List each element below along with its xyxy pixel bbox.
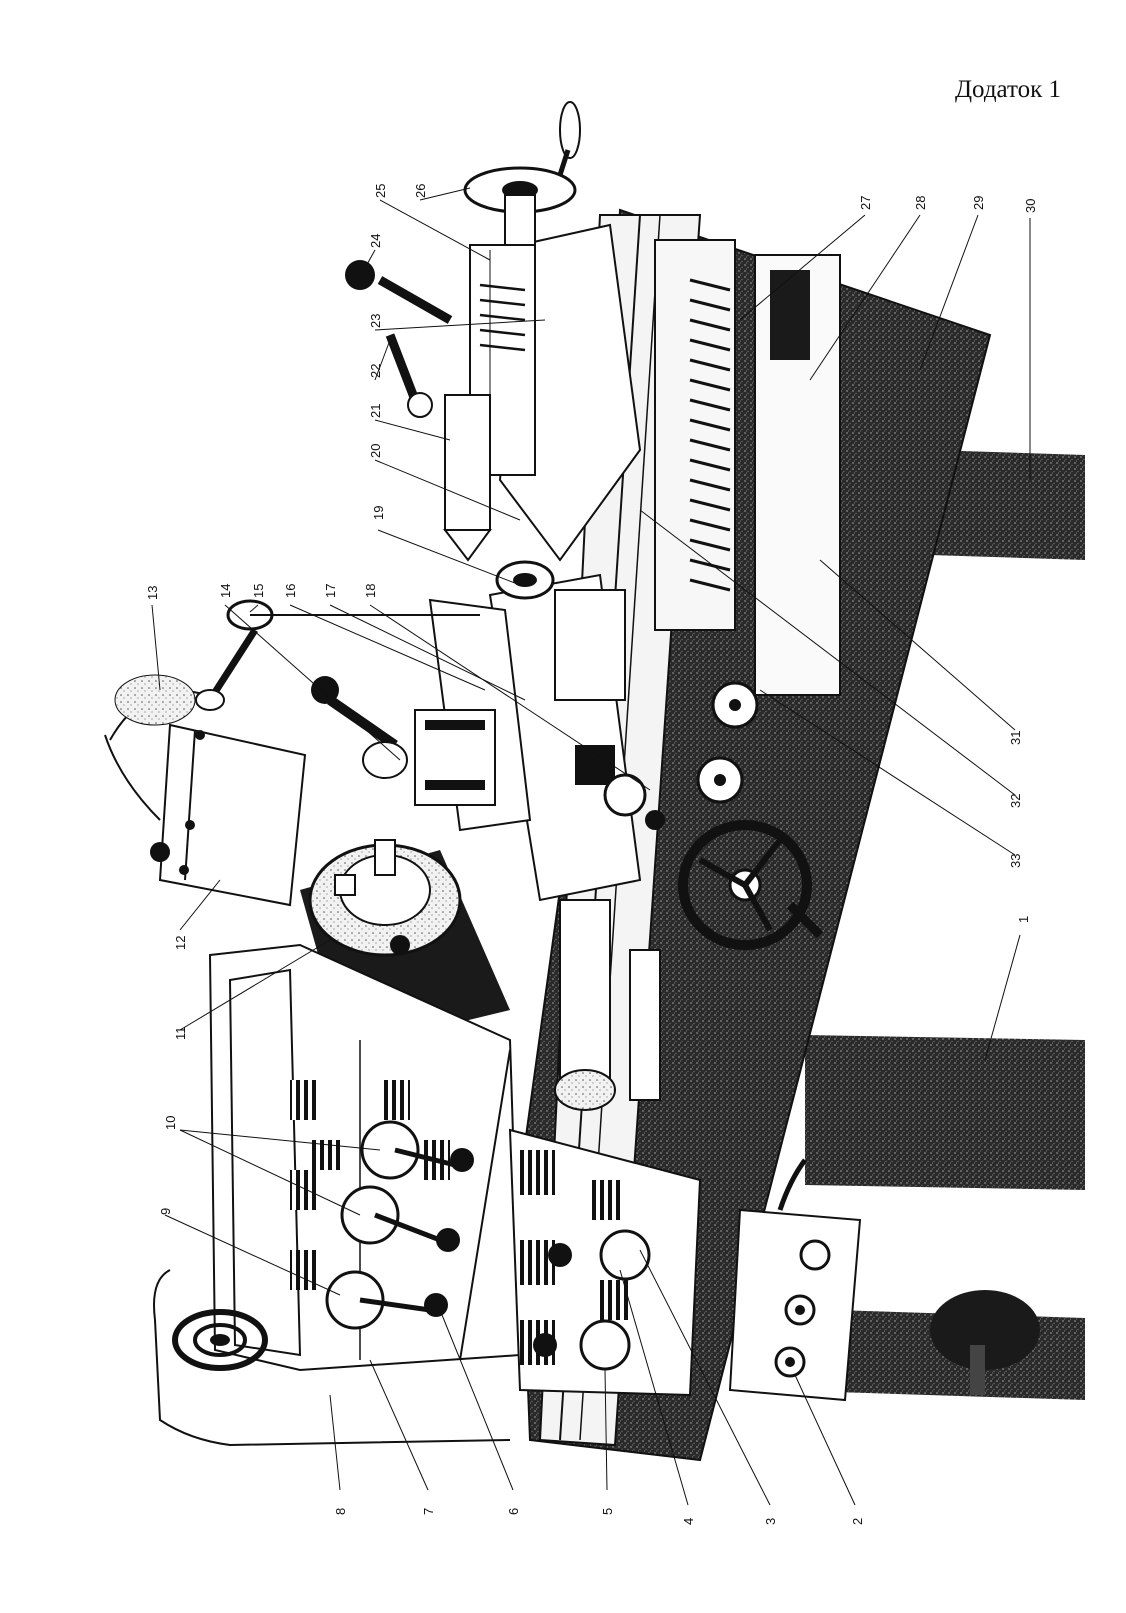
callout-label-33: 33 [1008, 854, 1023, 868]
callout-label-23: 23 [368, 314, 383, 328]
callout-22: 22 [368, 339, 391, 381]
page-title: Додаток 1 [955, 76, 1061, 103]
callout-label-13: 13 [145, 586, 160, 600]
callout-10: 10 [163, 1116, 381, 1216]
callout-8: 8 [329, 1394, 348, 1515]
callout-label-22: 22 [368, 364, 383, 378]
callout-11: 11 [173, 939, 331, 1041]
callout-label-2: 2 [850, 1518, 865, 1525]
callout-label-15: 15 [251, 584, 266, 598]
headstock [153, 943, 522, 1447]
callout-7: 7 [369, 1359, 436, 1515]
callout-label-20: 20 [368, 444, 383, 458]
callout-label-24: 24 [368, 234, 383, 248]
callout-21: 21 [368, 404, 451, 441]
callout-label-30: 30 [1023, 199, 1038, 213]
callout-13: 13 [145, 586, 161, 691]
machine-stand [805, 450, 1085, 1400]
callout-1: 1 [984, 916, 1031, 1061]
callout-30: 30 [1023, 199, 1038, 480]
callout-29: 29 [919, 196, 986, 371]
callout-layer: 1 2 3 4 5 6 7 8 9 10 11 12 13 14 15 16 1… [145, 184, 1038, 1525]
chuck [300, 839, 510, 1050]
callout-19: 19 [371, 506, 521, 586]
callout-32: 32 [639, 509, 1023, 808]
callout-23: 23 [368, 314, 546, 331]
callout-label-17: 17 [323, 584, 338, 598]
tailstock [345, 101, 642, 562]
callout-33: 33 [759, 689, 1023, 868]
tool-post [311, 598, 532, 832]
callout-31: 31 [819, 559, 1023, 745]
control-panel [728, 1158, 862, 1402]
callout-label-8: 8 [333, 1508, 348, 1515]
callout-label-7: 7 [421, 1508, 436, 1515]
callout-label-12: 12 [173, 936, 188, 950]
callout-27: 27 [739, 196, 873, 321]
callout-label-28: 28 [913, 196, 928, 210]
callout-12: 12 [173, 879, 221, 950]
callout-label-14: 14 [218, 584, 233, 598]
callout-6: 6 [439, 1309, 521, 1515]
callout-label-6: 6 [506, 1508, 521, 1515]
callout-label-16: 16 [283, 584, 298, 598]
callout-label-4: 4 [681, 1518, 696, 1525]
callout-17: 17 [323, 584, 526, 701]
callout-4: 4 [619, 1269, 696, 1525]
callout-label-31: 31 [1008, 731, 1023, 745]
callout-20: 20 [368, 444, 521, 521]
callout-label-9: 9 [158, 1208, 173, 1215]
callout-label-11: 11 [173, 1027, 188, 1041]
chip-guard [104, 599, 480, 907]
callout-15: 15 [249, 584, 266, 613]
callout-26: 26 [413, 184, 471, 201]
callout-3: 3 [639, 1249, 778, 1525]
callout-5: 5 [600, 1369, 615, 1515]
callout-label-26: 26 [413, 184, 428, 198]
callout-label-3: 3 [763, 1518, 778, 1525]
callout-24: 24 [364, 234, 383, 269]
callout-label-27: 27 [858, 196, 873, 210]
callout-label-19: 19 [371, 506, 386, 520]
callout-18: 18 [363, 584, 651, 791]
callout-label-10: 10 [163, 1116, 178, 1130]
callout-label-32: 32 [1008, 794, 1023, 808]
callout-9: 9 [158, 1208, 341, 1296]
callout-14: 14 [218, 584, 401, 761]
callout-25: 25 [373, 184, 491, 261]
callout-2: 2 [794, 1374, 865, 1525]
callout-28: 28 [809, 196, 928, 381]
callout-label-18: 18 [363, 584, 378, 598]
callout-16: 16 [283, 584, 486, 691]
callout-label-5: 5 [600, 1508, 615, 1515]
callout-label-25: 25 [373, 184, 388, 198]
callout-label-21: 21 [368, 404, 383, 418]
callout-label-29: 29 [971, 196, 986, 210]
gearbox [508, 899, 702, 1397]
callout-label-1: 1 [1016, 916, 1031, 923]
lead-screw [654, 239, 841, 696]
